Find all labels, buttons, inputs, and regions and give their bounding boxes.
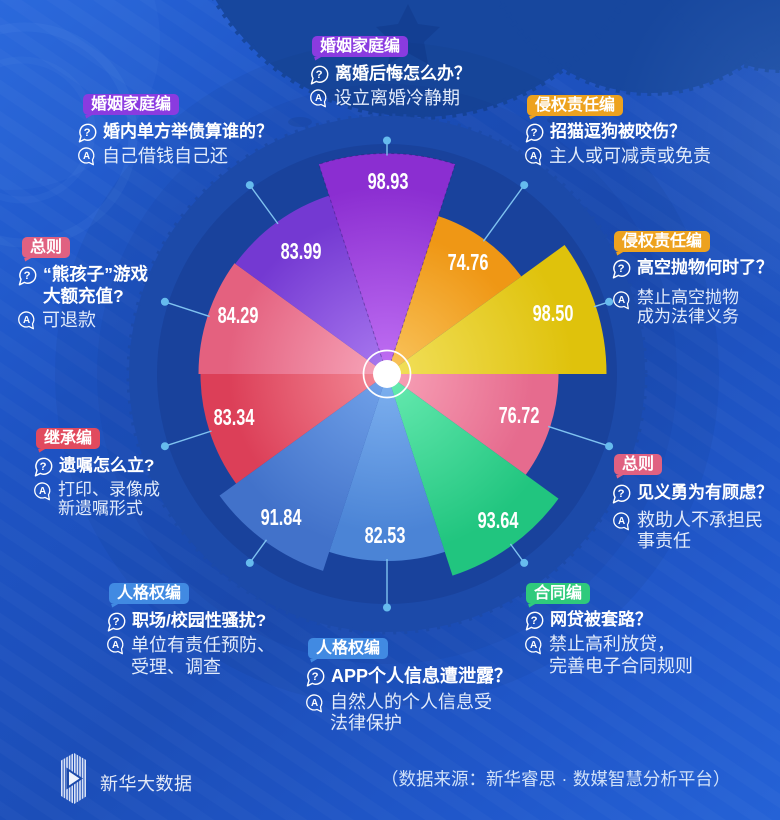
svg-text:83.99: 83.99 bbox=[281, 239, 322, 264]
svg-text:?: ? bbox=[618, 263, 625, 275]
svg-text:A: A bbox=[112, 640, 119, 651]
svg-text:83.34: 83.34 bbox=[214, 405, 255, 430]
svg-text:A: A bbox=[39, 486, 46, 497]
svg-text:A: A bbox=[315, 93, 322, 104]
svg-text:?: ? bbox=[113, 616, 120, 628]
svg-text:?: ? bbox=[618, 488, 625, 500]
svg-text:?: ? bbox=[531, 127, 538, 139]
svg-text:?: ? bbox=[84, 127, 91, 139]
svg-text:?: ? bbox=[531, 615, 538, 627]
svg-text:A: A bbox=[83, 151, 90, 162]
svg-text:98.93: 98.93 bbox=[368, 169, 409, 194]
svg-text:A: A bbox=[530, 640, 537, 651]
svg-text:74.76: 74.76 bbox=[448, 250, 489, 275]
svg-text:84.29: 84.29 bbox=[218, 303, 259, 328]
svg-text:91.84: 91.84 bbox=[261, 505, 302, 530]
svg-text:98.50: 98.50 bbox=[533, 301, 574, 326]
svg-text:A: A bbox=[618, 295, 625, 306]
svg-text:A: A bbox=[618, 516, 625, 527]
svg-text:93.64: 93.64 bbox=[478, 508, 519, 533]
svg-text:76.72: 76.72 bbox=[499, 403, 540, 428]
svg-text:A: A bbox=[530, 151, 537, 162]
svg-text:?: ? bbox=[24, 270, 31, 282]
svg-text:?: ? bbox=[316, 69, 323, 81]
svg-text:?: ? bbox=[40, 461, 47, 473]
svg-text:?: ? bbox=[312, 671, 319, 683]
svg-text:82.53: 82.53 bbox=[365, 523, 406, 548]
svg-text:A: A bbox=[311, 698, 318, 709]
svg-text:A: A bbox=[23, 315, 30, 326]
